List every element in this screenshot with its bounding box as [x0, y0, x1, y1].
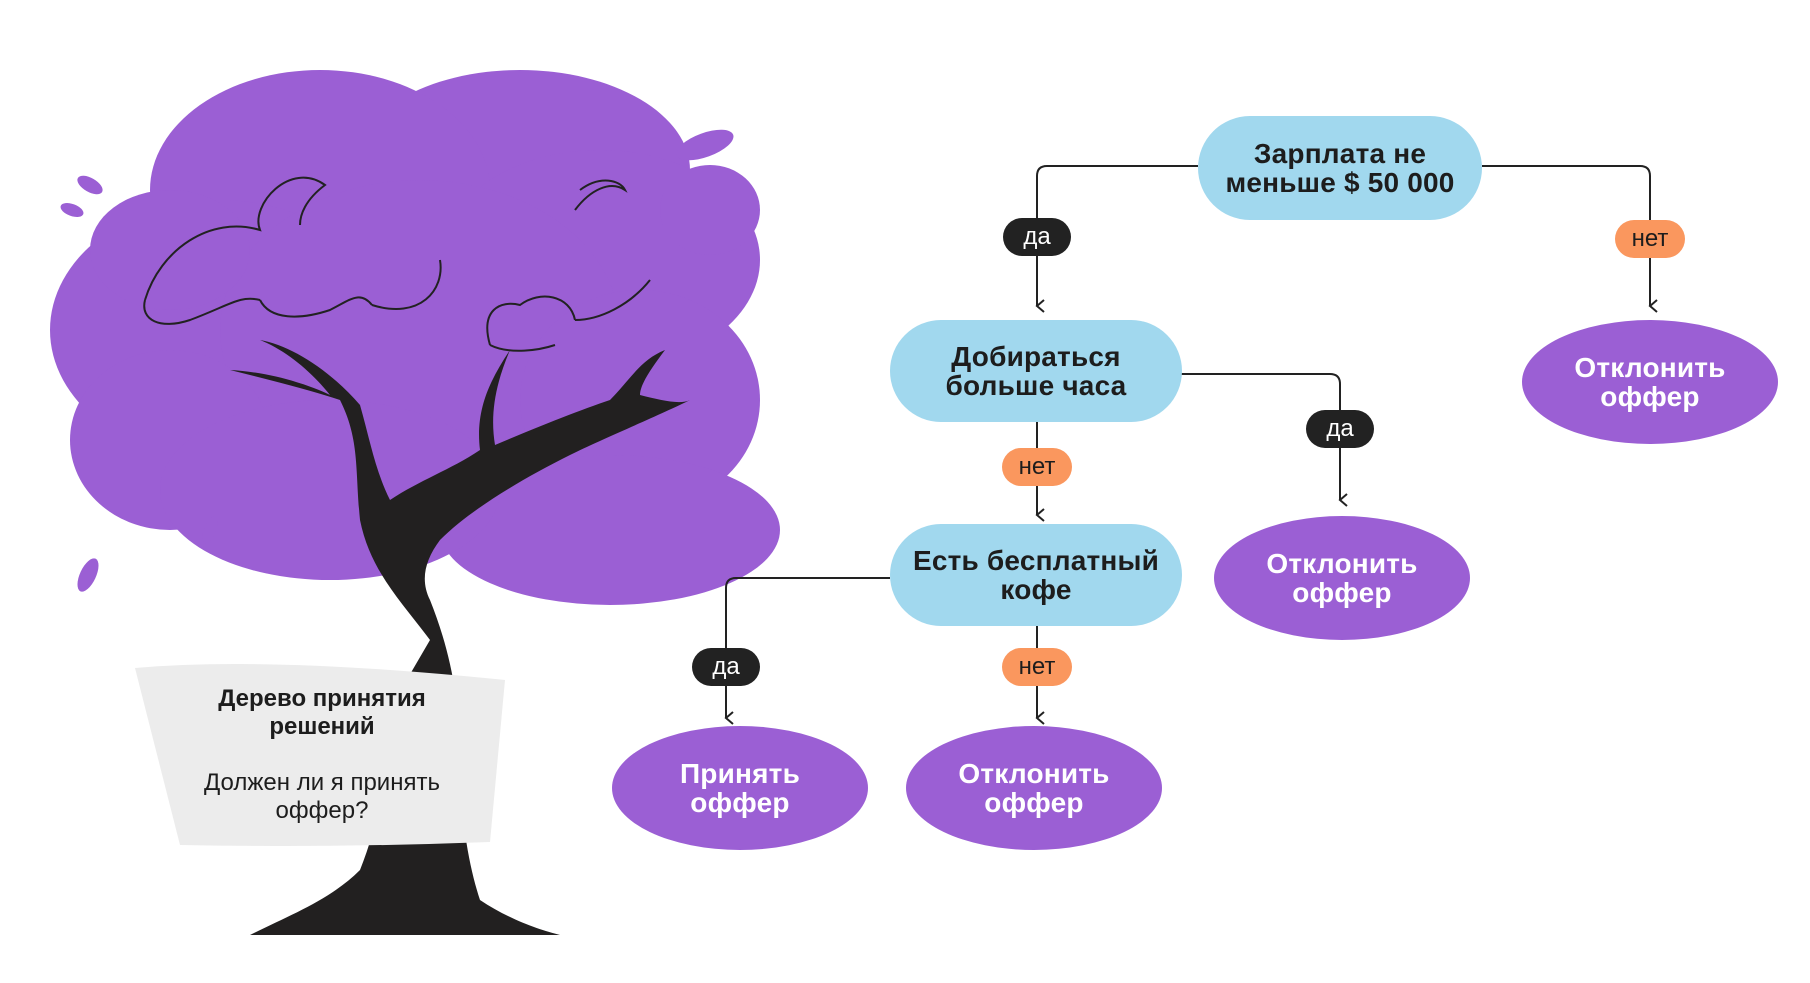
node-coffee: Есть бесплатный кофе: [890, 524, 1182, 626]
tree-foliage: [50, 70, 780, 605]
leaf-reject-coffee-label: Отклонить оффер: [958, 758, 1110, 818]
sign-label: Дерево принятия решений Должен ли я прин…: [132, 665, 512, 845]
sign-plaque: [135, 664, 505, 846]
node-salary-label: Зарплата не меньше $ 50 000: [1225, 138, 1455, 198]
sign-title: Дерево принятия решений: [218, 685, 426, 740]
tree-illustration: [50, 70, 780, 935]
leaf-reject-coffee: Отклонить оффер: [906, 726, 1162, 850]
sign-subtitle: Должен ли я принять оффер?: [204, 769, 440, 824]
leaf-reject-commute: Отклонить оффер: [1214, 516, 1470, 640]
leaf-reject-salary-label: Отклонить оффер: [1574, 352, 1726, 412]
pill-salary-no: нет: [1615, 220, 1685, 258]
leaf-accept-coffee-label: Принять оффер: [679, 758, 801, 818]
pill-salary-yes: да: [1003, 218, 1071, 256]
node-commute: Добираться больше часа: [890, 320, 1182, 422]
leaf-reject-commute-label: Отклонить оффер: [1266, 548, 1418, 608]
node-commute-label: Добираться больше часа: [945, 341, 1127, 401]
edge-salary-no: [1482, 165, 1658, 313]
leaf-reject-salary: Отклонить оффер: [1522, 320, 1778, 444]
leaf-accept-coffee: Принять оффер: [612, 726, 868, 850]
node-coffee-label: Есть бесплатный кофе: [912, 545, 1160, 605]
pill-commute-yes: да: [1306, 410, 1374, 448]
node-salary: Зарплата не меньше $ 50 000: [1198, 116, 1482, 220]
edge-coffee-yes: [724, 577, 890, 725]
pill-commute-no: нет: [1002, 448, 1072, 486]
edge-commute-yes: [1180, 373, 1348, 507]
connectors: [724, 165, 1658, 725]
pill-coffee-no: нет: [1002, 648, 1072, 686]
tree-branch-outlines: [143, 176, 651, 352]
pill-coffee-yes: да: [692, 648, 760, 686]
edge-salary-yes: [1035, 165, 1198, 313]
